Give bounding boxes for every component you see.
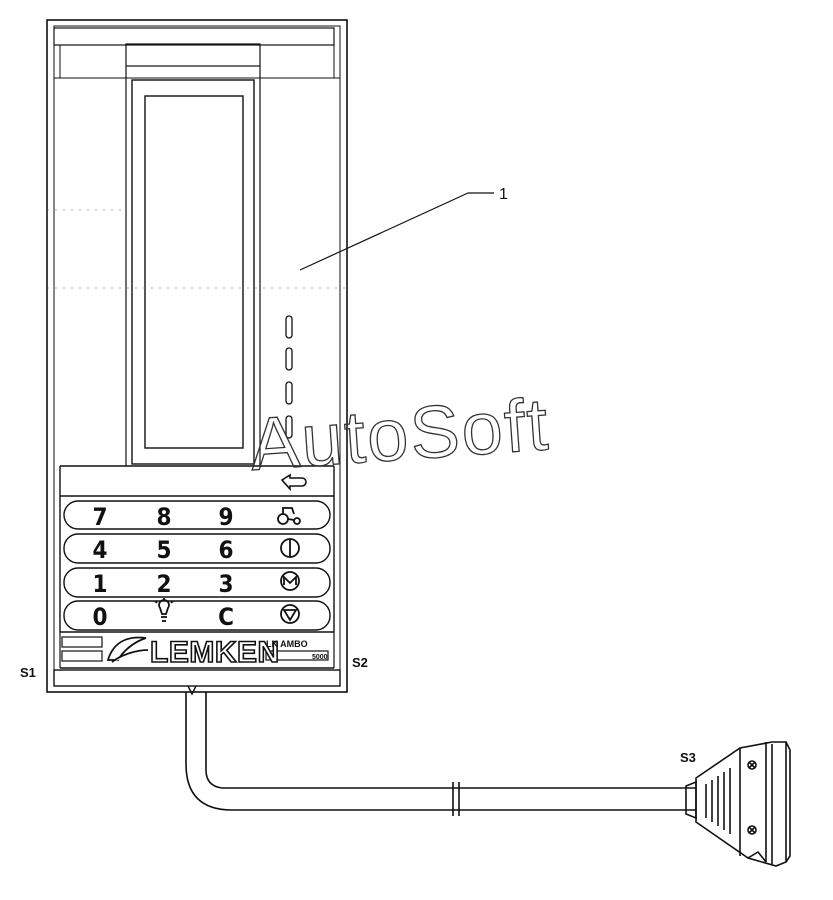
brand-strip [59, 632, 335, 669]
indicator-led-4 [285, 415, 293, 439]
key-8[interactable]: 8 [156, 503, 171, 531]
key-9[interactable]: 9 [218, 503, 233, 531]
display-screen [144, 95, 244, 449]
brand-model: LK AMBO [266, 639, 308, 649]
callout-leader [299, 192, 494, 271]
watermark: AutoSoft [247, 382, 552, 486]
connector-label-s3: S3 [680, 750, 696, 765]
indicator-led-1 [285, 315, 293, 339]
key-5[interactable]: 5 [156, 536, 171, 564]
key-7[interactable]: 7 [92, 503, 107, 531]
key-4[interactable]: 4 [92, 536, 107, 564]
key-3[interactable]: 3 [218, 570, 233, 598]
indicator-led-2 [285, 347, 293, 371]
connector-label-s1: S1 [20, 665, 36, 680]
motor-m-icon[interactable] [280, 571, 300, 591]
key-c[interactable]: C [218, 603, 234, 631]
terminal-base [53, 669, 341, 696]
lemken-logo-icon [106, 636, 149, 663]
key-6[interactable]: 6 [218, 536, 233, 564]
connector-label-s2: S2 [352, 655, 368, 670]
key-2[interactable]: 2 [156, 570, 171, 598]
brand-name: LEMKEN [150, 636, 280, 669]
callout-number: 1 [499, 186, 508, 203]
stop-triangle-icon[interactable] [280, 604, 300, 624]
plug-connector-s3 [685, 741, 791, 867]
keypad-panel [59, 465, 335, 633]
tractor-hitch-icon[interactable] [277, 507, 301, 525]
key-0[interactable]: 0 [92, 603, 107, 631]
light-bulb-icon[interactable] [154, 598, 174, 622]
keypad-keys: 7 8 9 4 5 6 1 2 3 0 C [92, 503, 233, 631]
half-circle-icon[interactable] [280, 538, 300, 558]
key-1[interactable]: 1 [92, 570, 107, 598]
connection-cable [185, 692, 696, 816]
indicator-led-3 [285, 381, 293, 405]
return-arrow-icon[interactable] [280, 473, 307, 492]
brand-serial: 5000 [312, 654, 328, 661]
indicator-leds [285, 315, 293, 439]
